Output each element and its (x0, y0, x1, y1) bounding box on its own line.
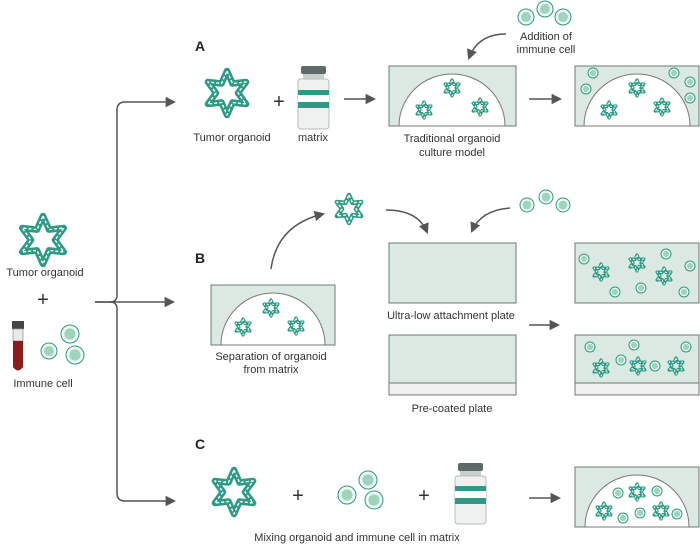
section-c-letter: C (195, 436, 205, 452)
left-tumor-label: Tumor organoid (6, 267, 83, 279)
arrow-to-a (95, 96, 177, 303)
b-precoated-label: Pre-coated plate (412, 403, 493, 415)
a-tumor-organoid-icon (204, 67, 250, 119)
a-addition-line2: immune cell (517, 44, 576, 56)
left-plus: + (37, 289, 49, 311)
b-organoid-arrow (385, 209, 429, 234)
section-a-letter: A (195, 38, 205, 54)
c-plus-2: + (418, 485, 430, 507)
c-mixing-label: Mixing organoid and immune cell in matri… (254, 532, 460, 544)
c-plus-1: + (292, 485, 304, 507)
arrow-to-c (109, 301, 177, 507)
c-tumor-organoid-icon (211, 466, 257, 518)
a-matrix-vial-icon (297, 66, 330, 130)
b-cell-arrow (470, 207, 511, 233)
section-b-letter: B (195, 250, 205, 266)
a-model-line1: Traditional organoid (404, 133, 501, 145)
a-added-immune-cells-icon (517, 0, 572, 26)
a-addition-arrow (467, 33, 507, 60)
b-separation-line1: Separation of organoid (215, 351, 326, 363)
b-result-ultra-low-well (574, 242, 700, 304)
blood-tube-icon (12, 321, 24, 371)
c-immune-cells-icon (337, 470, 384, 510)
a-tumor-label: Tumor organoid (193, 132, 270, 144)
b-separation-line2: from matrix (244, 364, 300, 376)
b-separation-well (210, 284, 336, 346)
b-lift-arrow (270, 210, 326, 270)
b-precoated-plate (388, 334, 517, 396)
b-ultra-low-label: Ultra-low attachment plate (387, 310, 515, 322)
a-plus: + (273, 91, 285, 113)
b-ultra-low-plate (388, 242, 517, 304)
a-traditional-well (388, 65, 517, 127)
b-result-precoated-well (574, 334, 700, 396)
a-matrix-label: matrix (298, 132, 328, 144)
c-matrix-vial-icon (454, 463, 487, 525)
a-model-line2: culture model (419, 147, 485, 159)
a-result-well (574, 65, 700, 127)
left-immune-cells-icon (40, 324, 85, 365)
c-result-well (574, 466, 700, 528)
b-separated-organoid-icon (334, 192, 364, 226)
left-immune-label: Immune cell (13, 378, 72, 390)
left-tumor-organoid-icon (18, 212, 68, 268)
a-addition-line1: Addition of (520, 31, 573, 43)
b-added-immune-cells-icon (519, 189, 571, 213)
